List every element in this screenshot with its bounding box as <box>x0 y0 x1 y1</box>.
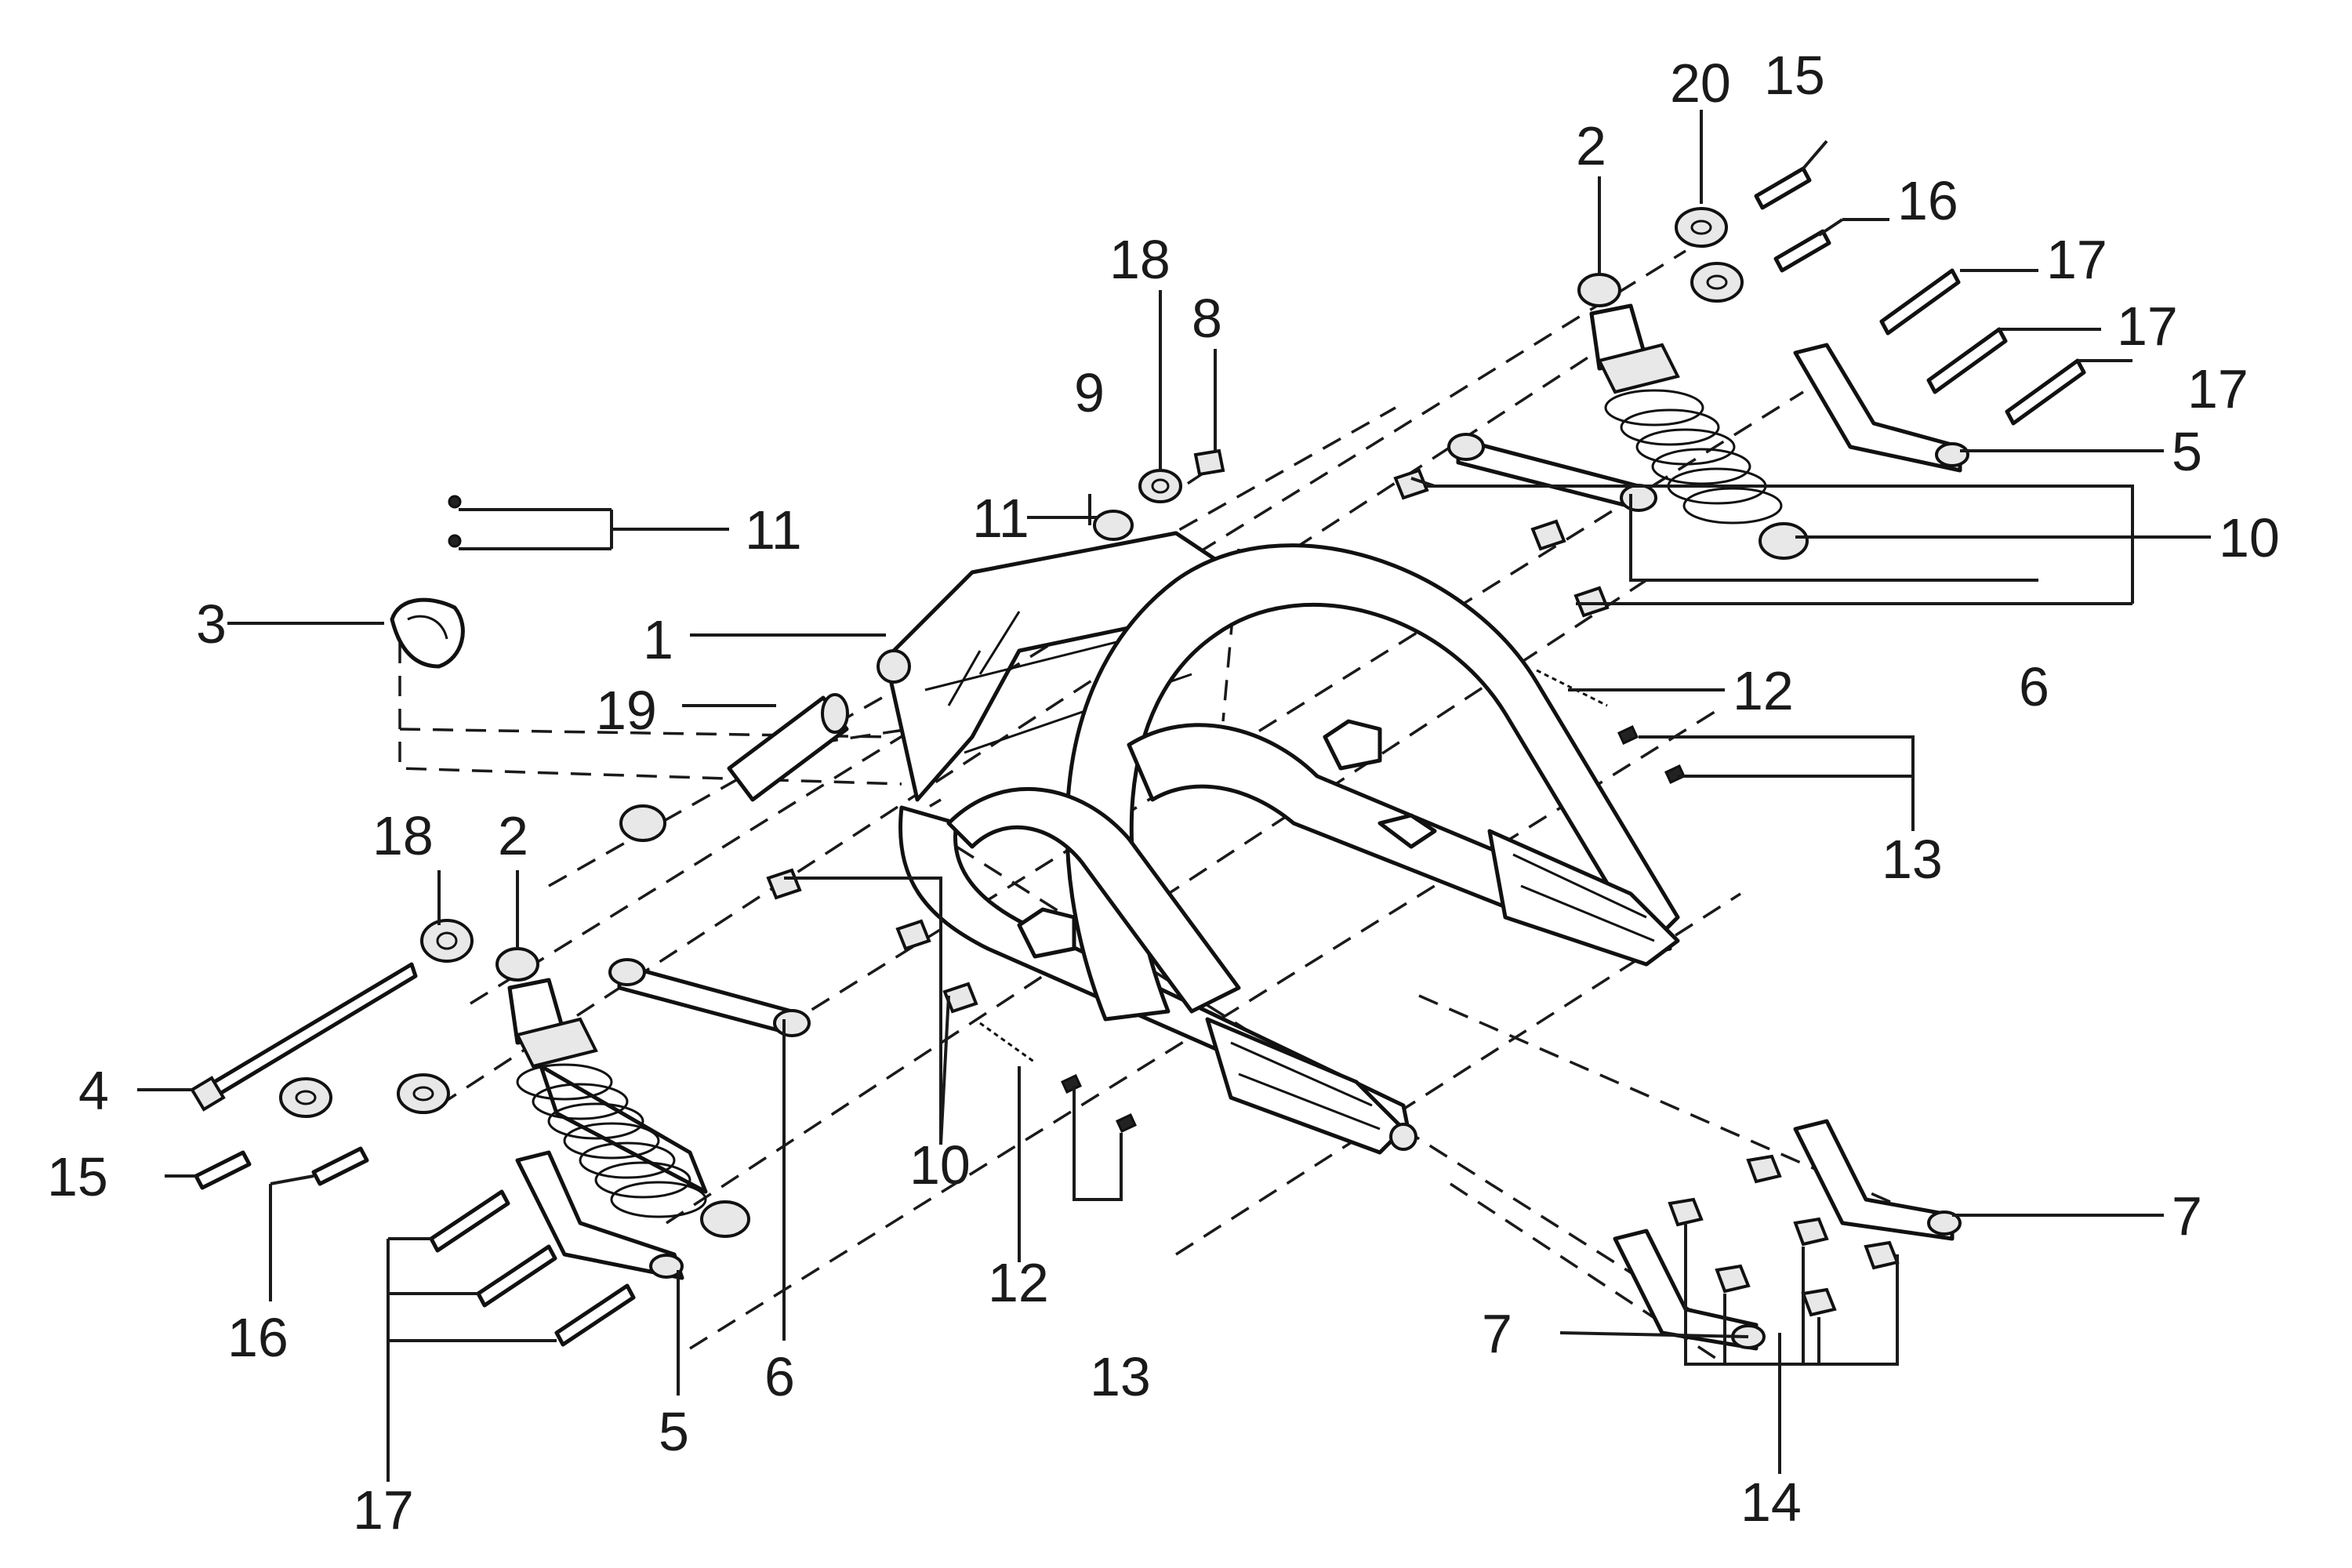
callout-9: 9 <box>1074 362 1105 423</box>
callout-11-top: 11 <box>745 499 802 561</box>
callout-20: 20 <box>1670 53 1731 114</box>
callout-8: 8 <box>1192 288 1222 349</box>
callout-17-left: 17 <box>353 1479 414 1541</box>
tie-rods <box>608 433 1657 1037</box>
callout-10-right: 10 <box>2219 507 2280 568</box>
callout-12-center: 12 <box>988 1252 1049 1313</box>
callout-labels: 1 2 2 3 4 5 5 6 6 7 7 8 9 10 10 11 11 12… <box>47 45 2280 1541</box>
callout-13-right: 13 <box>1882 829 1943 890</box>
callout-2-right: 2 <box>1576 115 1606 176</box>
callout-11-left: 11 <box>972 488 1029 549</box>
callout-13-center: 13 <box>1090 1346 1151 1407</box>
callout-16-left: 16 <box>227 1307 289 1368</box>
small-parts <box>194 166 2086 1347</box>
callout-15-right: 15 <box>1764 45 1825 106</box>
callout-19: 19 <box>596 680 657 741</box>
callout-16-right: 16 <box>1897 170 1958 231</box>
rear-links <box>1613 1119 1962 1351</box>
callout-18-left: 18 <box>372 805 434 866</box>
callout-7-left: 7 <box>1482 1303 1512 1364</box>
right-shock-absorber <box>1577 273 1809 560</box>
callout-4: 4 <box>78 1060 109 1121</box>
callout-5-right: 5 <box>2172 421 2202 482</box>
long-bolt-part <box>190 962 418 1112</box>
callout-10-left: 10 <box>909 1134 971 1196</box>
callout-18-top: 18 <box>1109 229 1171 290</box>
callout-6-right: 6 <box>2019 656 2049 717</box>
callout-7-right: 7 <box>2172 1185 2202 1247</box>
links <box>515 343 1969 1280</box>
callout-1: 1 <box>643 609 673 670</box>
swing-arm-frame <box>877 531 1680 1155</box>
callout-5-left: 5 <box>659 1401 689 1462</box>
callout-15-left: 15 <box>47 1146 108 1207</box>
callout-3: 3 <box>196 593 227 655</box>
callout-2-left: 2 <box>498 805 528 866</box>
callout-17-right-1: 17 <box>2046 229 2107 290</box>
leader-lines <box>137 110 2211 1482</box>
callout-17-right-3: 17 <box>2187 358 2249 419</box>
left-shock-absorber <box>495 947 750 1238</box>
sleeve-part <box>727 693 849 802</box>
callout-14: 14 <box>1740 1472 1802 1533</box>
callout-12-right: 12 <box>1733 660 1794 721</box>
callout-6-left: 6 <box>764 1346 795 1407</box>
callout-17-right-2: 17 <box>2117 296 2178 357</box>
chain-guard-part <box>390 495 465 669</box>
